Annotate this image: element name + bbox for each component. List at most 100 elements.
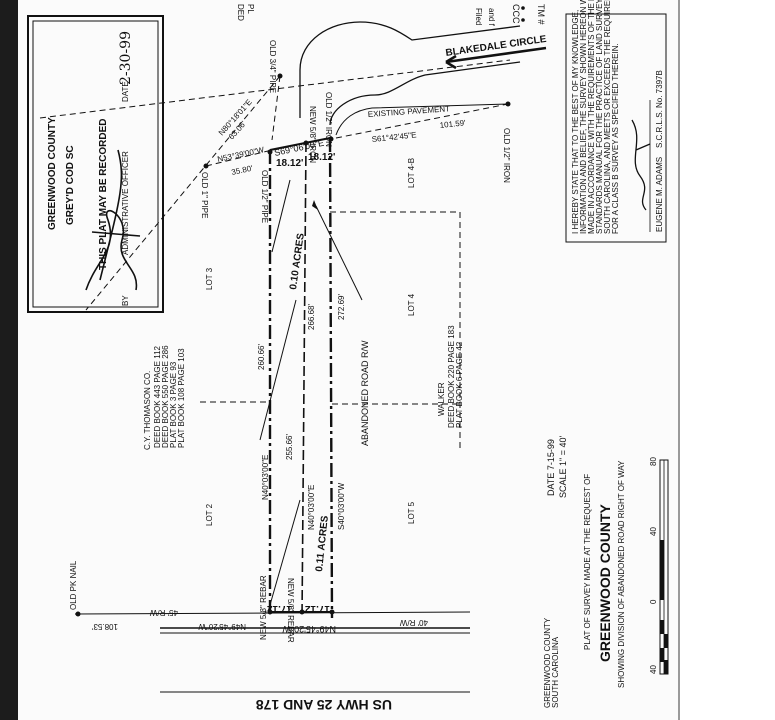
length-272: 272.69' <box>337 294 346 320</box>
stamp-line-4: ADMINISTRATIVE OFFICER <box>121 151 130 255</box>
top-fragments: DED PL Filed and f CCC TM # <box>236 4 546 27</box>
thomason-line-1: C.Y. THOMASON CO. <box>143 371 152 450</box>
owner-walker: WALKER DEED BOOK 220 PAGE 183 PLAT BOOK … <box>437 325 464 428</box>
surveyor-license: S.C.R.L.S. No. 7397B <box>655 70 664 148</box>
stamp-date-label: DATE <box>121 81 130 102</box>
pin-pk-nail <box>75 611 81 617</box>
scale-bar-seg-1 <box>660 620 664 634</box>
pin-strip-s <box>299 609 305 615</box>
existing-pavement-edge <box>335 103 509 136</box>
length-255: 255.66' <box>285 434 294 460</box>
blakedale-arrow-head <box>445 54 457 70</box>
title-county-line-2: SOUTH CAROLINA <box>551 636 560 708</box>
row-40: 40' R/W <box>399 618 428 627</box>
cert-line-4: STANDARDS MANUAL FOR THE PRACTICE OF LAN… <box>595 0 604 234</box>
title-block: GREENWOOD COUNTY SOUTH CAROLINA PLAT OF … <box>543 436 626 708</box>
walker-line-1: WALKER <box>437 382 446 416</box>
lot-4-label: LOT 4 <box>407 293 416 316</box>
stamp-line-3: THIS PLAT MAY BE RECORDED <box>98 119 109 271</box>
cert-line-1: I HEREBY STATE THAT TO THE BEST OF MY KN… <box>571 10 580 234</box>
distance-101: 101.59' <box>439 118 466 130</box>
top-fragment-ded-b: PL <box>246 4 255 14</box>
north-lot-line <box>39 59 511 119</box>
pin-top <box>277 73 283 79</box>
pin-strip-se <box>329 609 335 615</box>
viewer-frame-divider <box>678 0 680 720</box>
pin-strip-n <box>303 140 309 146</box>
abandoned-leader-line <box>315 205 363 301</box>
highway-label: US HWY 25 AND 178 <box>256 697 392 713</box>
owner-thomason: C.Y. THOMASON CO. DEED BOOK 443 PAGE 112… <box>143 345 186 450</box>
plat-drawing: DED PL Filed and f CCC TM # GREENWOOD CO… <box>27 0 669 713</box>
pin-label-top: OLD 3/4" PIPE <box>268 40 277 93</box>
parcels: 0.10 ACRES 0.11 ACRES ABANDONED ROAD R/W… <box>205 158 416 572</box>
pin-label-1-pipe: OLD 1" PIPE <box>200 172 209 218</box>
pin-label-rebar-c: NEW 5/8" REBAR <box>259 575 268 640</box>
pin-east-iron <box>505 101 511 107</box>
certification-border <box>565 13 667 243</box>
title-scale: SCALE 1" = 40' <box>558 436 568 498</box>
top-dot-a <box>521 6 525 10</box>
stamp-signature <box>85 149 141 291</box>
cul-de-sac-upper-edge <box>299 21 521 118</box>
top-fragment-ccc: CCC <box>511 4 521 24</box>
lot-5-label: LOT 5 <box>407 501 416 524</box>
walker-line-2: DEED BOOK 220 PAGE 183 <box>447 325 456 428</box>
surveyor-signature <box>631 119 651 211</box>
stamp-border <box>27 15 164 313</box>
abandoned-leader-arrow <box>312 200 318 210</box>
width-18-east: 18.12' <box>308 152 335 163</box>
cert-line-5: SOUTH CAROLINA, AND MEETS OR EXCEEDS THE… <box>603 0 612 234</box>
viewer-frame-right <box>678 0 775 720</box>
right-of-way-line <box>74 611 471 615</box>
lot-3-northwest-line <box>85 75 281 311</box>
pin-label-12-pipe: OLD 1/2" PIPE <box>260 170 269 223</box>
lot-3-label: LOT 3 <box>205 267 214 290</box>
top-fragment-filed: Filed <box>474 8 483 25</box>
thomason-line-5: PLAT BOOK 108 PAGE 103 <box>177 348 186 448</box>
scale-label-80: 80 <box>649 457 658 466</box>
scale-bar: 40 0 40 80 <box>649 457 669 675</box>
pin-strip-nw <box>267 149 273 155</box>
lot-3-north-line <box>205 149 273 167</box>
abandoned-row-strips <box>259 137 363 619</box>
scale-label-0: 0 <box>649 599 658 604</box>
cert-line-2: INFORMATION AND BELIEF, THE SURVEY SHOWN… <box>579 0 588 234</box>
pin-label-pk-nail: OLD PK NAIL <box>69 560 78 610</box>
width-17-west: 17.12' <box>265 603 292 614</box>
title-plat-line-1: PLAT OF SURVEY MADE AT THE REQUEST OF <box>583 474 592 650</box>
pin-label-12-iron-east: OLD 1/2" IRON <box>502 128 511 183</box>
highway: US HWY 25 AND 178 <box>74 611 471 713</box>
thomason-line-4: PLAT BOOK 3 PAGE 93 <box>169 361 178 448</box>
strip-center-line <box>301 141 307 619</box>
title-plat-line-2: GREENWOOD COUNTY <box>597 503 613 662</box>
cul-de-sac-lower-edge <box>329 61 521 126</box>
acres-top-leader <box>259 299 297 441</box>
blakedale-circle: BLAKEDALE CIRCLE EXISTING PAVEMENT <box>299 21 547 136</box>
pin-label-12-iron: OLD 1/2" IRON <box>324 92 333 147</box>
lot-line-to-pipe <box>271 75 281 141</box>
row-45: 45' R/W <box>149 608 178 617</box>
width-17-east: 17.12' <box>303 603 330 614</box>
pin-strip-ne <box>328 136 334 142</box>
stamp-inner-border <box>32 20 159 308</box>
stamp-line-2: GREY'D COD SC <box>65 145 76 225</box>
title-plat-line-3: SHOWING DIVISION OF ABANDONED ROAD RIGHT… <box>617 460 626 688</box>
bearing-n49: N49°45'20"W <box>282 624 336 634</box>
bearing-n49-west: N49°45'20"W <box>198 622 246 631</box>
dashed-lot-lines <box>39 59 511 448</box>
pin-strip-sw <box>267 609 273 615</box>
stamp-date: 2-30-99 <box>118 31 134 85</box>
top-fragment-and: and f <box>487 8 496 27</box>
lot-4b-label: LOT 4-B <box>407 158 416 188</box>
thomason-line-2: DEED BOOK 443 PAGE 112 <box>153 345 162 448</box>
top-fragment-tm: TM # <box>536 4 546 25</box>
scale-bar-seg-3 <box>660 648 664 662</box>
top-fragment-ded-a: DED <box>236 4 245 21</box>
distance-108: 108.53' <box>92 622 118 631</box>
distance-35: 35.80' <box>231 164 254 177</box>
strip-east-line <box>328 137 334 619</box>
length-260: 260.66' <box>257 344 266 370</box>
blakedale-arrow-shaft <box>445 46 547 64</box>
bearing-s40: S40°03'00"W <box>337 482 346 530</box>
